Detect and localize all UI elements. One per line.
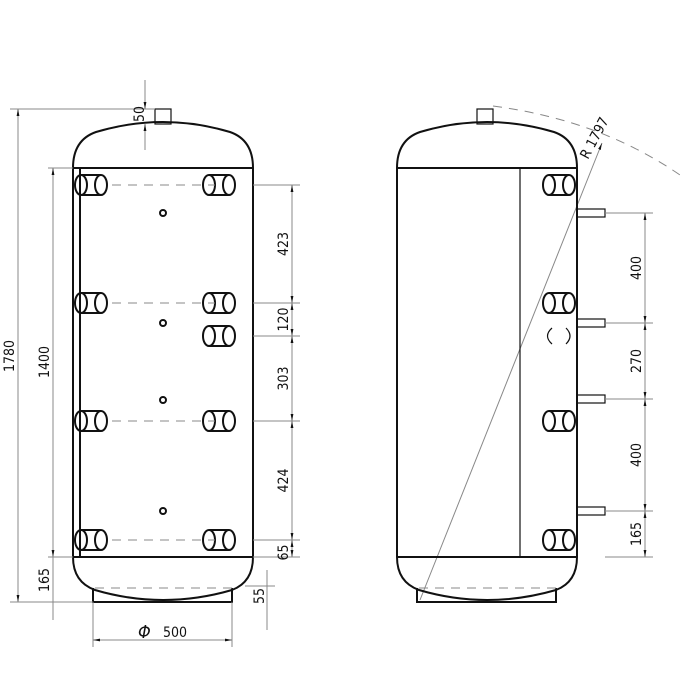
sensor-hole: [159, 209, 167, 217]
port-connection-right: [202, 292, 236, 314]
dim-value: 165: [629, 522, 645, 546]
sensor-hole: [159, 396, 167, 404]
port-connection-left: [74, 410, 108, 432]
dim-value: 424: [276, 468, 292, 492]
dim-nozzle-height: 50: [132, 106, 148, 122]
dim-diameter: 500: [163, 625, 187, 641]
dim-value: 270: [629, 349, 645, 373]
port-connection: [542, 410, 576, 432]
port-connection-right: [202, 174, 236, 196]
dim-value: 400: [629, 256, 645, 280]
side-nozzles: [576, 208, 606, 516]
sensor-hole: [159, 319, 167, 327]
sensor-holes: [159, 209, 167, 515]
foot-ring: [92, 588, 233, 603]
port-connection-right: [202, 325, 236, 347]
dim-value: 400: [629, 443, 645, 467]
dim-bottom-offset: 165: [37, 568, 53, 592]
dim-radius: R 1797: [577, 115, 612, 162]
nozzle-dimensions: 400 270 400 165: [605, 212, 653, 558]
radius-arc: [492, 105, 681, 176]
side-nozzle: [576, 394, 606, 404]
port-connection: [542, 174, 576, 196]
sensor-hole: [159, 507, 167, 515]
dim-value: 423: [276, 232, 292, 256]
side-view: R 1797 400 270 400 165: [396, 105, 681, 603]
front-ports: [74, 174, 236, 551]
dim-value: 303: [276, 366, 292, 390]
top-nozzle-side: [476, 108, 494, 125]
side-nozzle: [576, 318, 606, 328]
tank-outline-side: [396, 121, 578, 601]
side-nozzle: [576, 208, 606, 218]
port-connection-partial: [546, 327, 571, 345]
front-view: 1780 1400 165 50 55 Φ 500 423 120 303 424 65: [2, 80, 300, 647]
port-connection-left: [74, 529, 108, 551]
port-connection-left: [74, 292, 108, 314]
radius-line: [419, 142, 603, 601]
port-dimensions: 423 120 303 424 65: [253, 184, 300, 561]
top-nozzle: [154, 108, 172, 125]
port-connection: [542, 292, 576, 314]
port-connection: [542, 529, 576, 551]
port-connection-right: [202, 529, 236, 551]
dim-value: 65: [276, 544, 292, 560]
diameter-symbol: Φ: [138, 622, 151, 643]
port-connection-right: [202, 410, 236, 432]
dim-total-height: 1780: [2, 340, 18, 372]
dim-foot-height: 55: [252, 588, 268, 604]
side-ports: [542, 174, 576, 551]
port-connection-left: [74, 174, 108, 196]
side-nozzle: [576, 506, 606, 516]
dim-value: 120: [276, 307, 292, 331]
dim-body-height: 1400: [37, 346, 53, 378]
